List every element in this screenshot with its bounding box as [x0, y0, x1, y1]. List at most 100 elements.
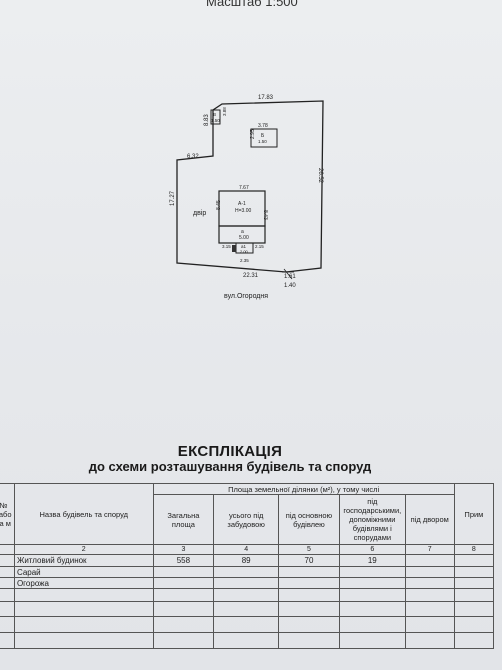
row-main — [278, 601, 340, 617]
row-note — [453, 554, 495, 567]
col-number: 5 — [278, 544, 340, 555]
header-aux: під господарськими, допоміжними будівлям… — [338, 494, 406, 545]
row-built — [213, 577, 280, 589]
row-note — [453, 588, 495, 602]
col-number — [0, 544, 15, 555]
header-area-group: Площа земельної ділянки (м²), у тому чис… — [152, 483, 455, 495]
porch-sub-label: 2.00 — [240, 249, 249, 254]
col-number: 3 — [152, 544, 215, 555]
dim-right: 26.52 — [317, 168, 323, 184]
row-num — [0, 566, 15, 578]
dim-porch-w: 3.15 — [222, 244, 231, 249]
dim-corner-w: 1.50 — [211, 118, 220, 123]
row-built — [213, 566, 280, 578]
row-note — [453, 577, 495, 589]
house-sub-label: Н=3.00 — [235, 208, 251, 214]
dim-small-w: 3.78 — [258, 123, 268, 129]
parcel-boundary — [176, 100, 324, 273]
row-total — [152, 632, 215, 649]
dim-left-lower: 17.27 — [170, 190, 176, 206]
header-main: під основною будівлею — [278, 494, 340, 545]
explication-table: № забо за м Назва будівель та споруд Пло… — [0, 483, 495, 649]
row-yard — [404, 554, 455, 567]
dim-bottom-right: 1.40 — [284, 283, 296, 289]
row-name — [13, 616, 154, 633]
row-num — [0, 601, 15, 617]
row-name — [13, 601, 154, 617]
row-name — [13, 588, 154, 602]
shed-building — [250, 128, 278, 148]
dim-top: 17.83 — [258, 95, 274, 101]
row-aux — [338, 632, 406, 649]
row-main: 70 — [278, 554, 340, 567]
row-total — [152, 616, 215, 633]
table-row — [0, 588, 495, 602]
row-yard — [404, 601, 455, 617]
house-label: А-1 — [238, 201, 246, 207]
dim-porch-w2: 2.15 — [255, 244, 264, 249]
col-number: 8 — [453, 544, 495, 555]
row-total — [152, 588, 215, 602]
header-yard: під двором — [404, 494, 455, 545]
table-row — [0, 632, 495, 649]
header-name: Назва будівель та споруд — [13, 483, 154, 545]
table-row: Житловий будинок 558 89 70 19 — [0, 554, 495, 567]
dim-house-h1: 8.45 — [216, 200, 222, 210]
scale-label: Масштаб 1:500 — [206, 0, 298, 9]
col-number: 2 — [13, 544, 154, 555]
dim-corner-h: 3.88 — [222, 107, 227, 116]
dim-house-h2: 8.43 — [262, 210, 268, 220]
row-yard — [404, 577, 455, 589]
dim-porch-bottom: 2.35 — [240, 258, 249, 263]
row-built — [213, 616, 280, 633]
annex-letter: а — [241, 229, 244, 235]
header-num: № забо за м — [0, 483, 15, 545]
row-note — [453, 632, 495, 649]
row-built — [213, 601, 280, 617]
table-row: Сарай — [0, 566, 495, 578]
row-aux: 19 — [338, 554, 406, 567]
header-total: Загальна площа — [152, 494, 215, 545]
row-yard — [404, 632, 455, 649]
row-main — [278, 588, 340, 602]
row-yard — [404, 588, 455, 602]
dim-bottom: 22.31 — [243, 273, 259, 279]
row-aux — [338, 588, 406, 602]
dim-small-h: 2.95 — [250, 129, 256, 139]
row-total: 558 — [152, 554, 215, 567]
corner-letter: В — [213, 112, 216, 117]
row-built — [213, 588, 280, 602]
yard-label: двір — [193, 209, 206, 217]
col-number: 7 — [404, 544, 455, 555]
porch-step — [232, 245, 236, 252]
row-main — [278, 616, 340, 633]
row-total — [152, 577, 215, 589]
dim-left-step: 6.32 — [187, 154, 199, 160]
row-note — [453, 566, 495, 578]
col-number: 4 — [213, 544, 280, 555]
row-main — [278, 577, 340, 589]
explication-title: ЕКСПЛІКАЦІЯ — [177, 443, 283, 460]
row-num — [0, 588, 15, 602]
row-total — [152, 566, 215, 578]
row-num — [0, 554, 15, 567]
dim-annex-w: 5.00 — [239, 235, 249, 241]
row-num — [0, 632, 15, 649]
row-main — [278, 566, 340, 578]
col-number: 6 — [338, 544, 406, 555]
row-name: Житловий будинок — [13, 554, 154, 567]
row-aux — [338, 577, 406, 589]
row-note — [453, 616, 495, 633]
table-row — [0, 616, 495, 633]
row-num — [0, 577, 15, 589]
header-built: усього під забудовою — [213, 494, 280, 545]
row-yard — [404, 616, 455, 633]
row-aux — [338, 566, 406, 578]
porch-letter: а1 — [241, 244, 247, 249]
row-built — [213, 632, 280, 649]
row-name — [13, 632, 154, 649]
street-label: вул.Огородня — [224, 293, 268, 300]
table-row: Огорожа — [0, 577, 495, 589]
site-plan: 17.83 8.83 6.32 17.27 26.52 22.31 1.61 1… — [170, 95, 324, 300]
row-note — [453, 601, 495, 617]
